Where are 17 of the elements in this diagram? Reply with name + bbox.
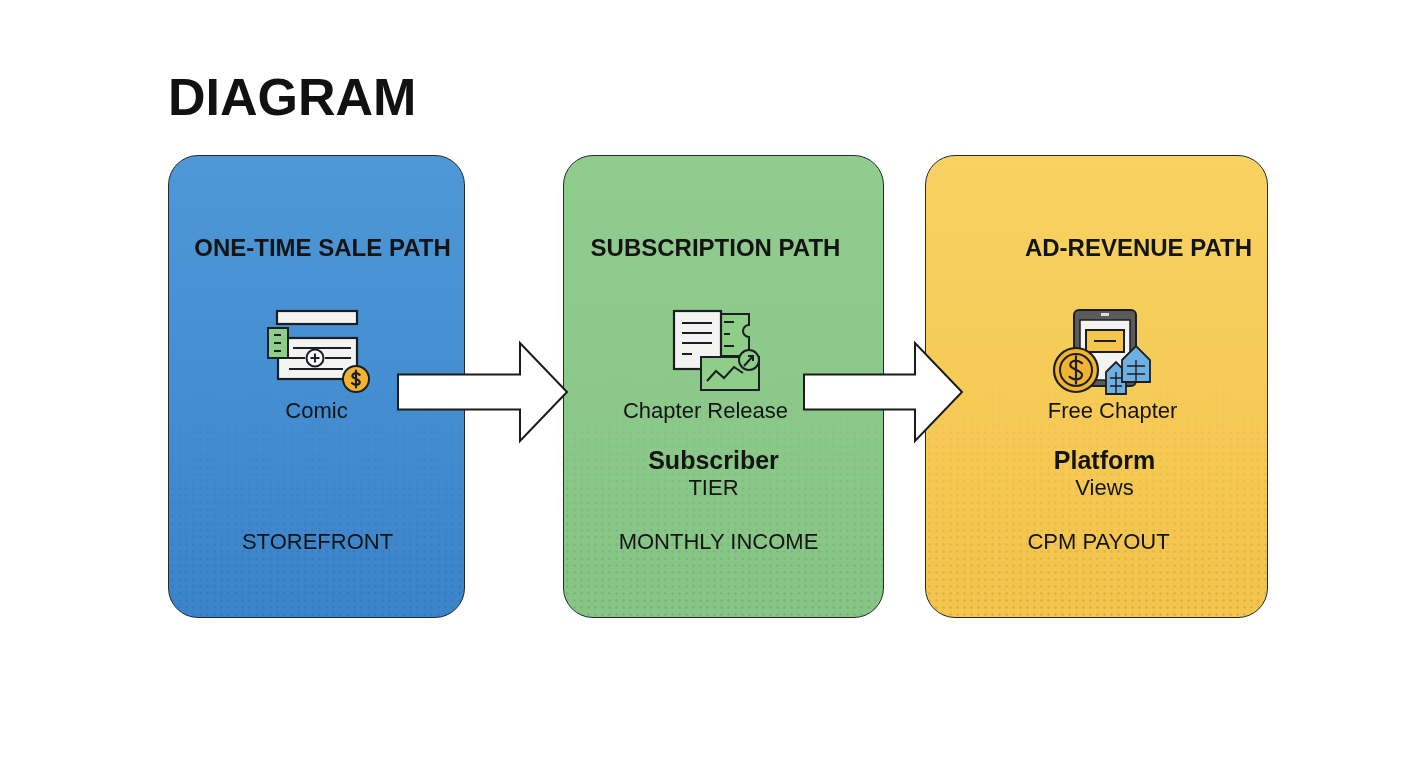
path-card: [925, 155, 1268, 618]
path-card: [563, 155, 884, 618]
card-heading: ONE-TIME SALE PATH: [194, 234, 451, 263]
tier-label: Platform Views: [1053, 446, 1156, 502]
icon-caption: Comic: [285, 398, 348, 425]
card-heading: AD-REVENUE PATH: [1024, 234, 1253, 263]
diagram-title: DIAGRAM: [168, 68, 417, 128]
path-card: [168, 155, 465, 618]
card-heading: SUBSCRIPTION PATH: [590, 234, 841, 263]
block-arrow: [803, 340, 964, 444]
block-arrow: [397, 340, 569, 444]
footer-label: CPM PAYOUT: [1027, 529, 1170, 556]
icon-caption: Free Chapter: [1047, 398, 1178, 425]
icon-caption: Chapter Release: [622, 398, 789, 425]
tier-label: Subscriber TIER: [648, 446, 779, 502]
footer-label: MONTHLY INCOME: [618, 529, 819, 556]
footer-label: STOREFRONT: [241, 529, 394, 556]
